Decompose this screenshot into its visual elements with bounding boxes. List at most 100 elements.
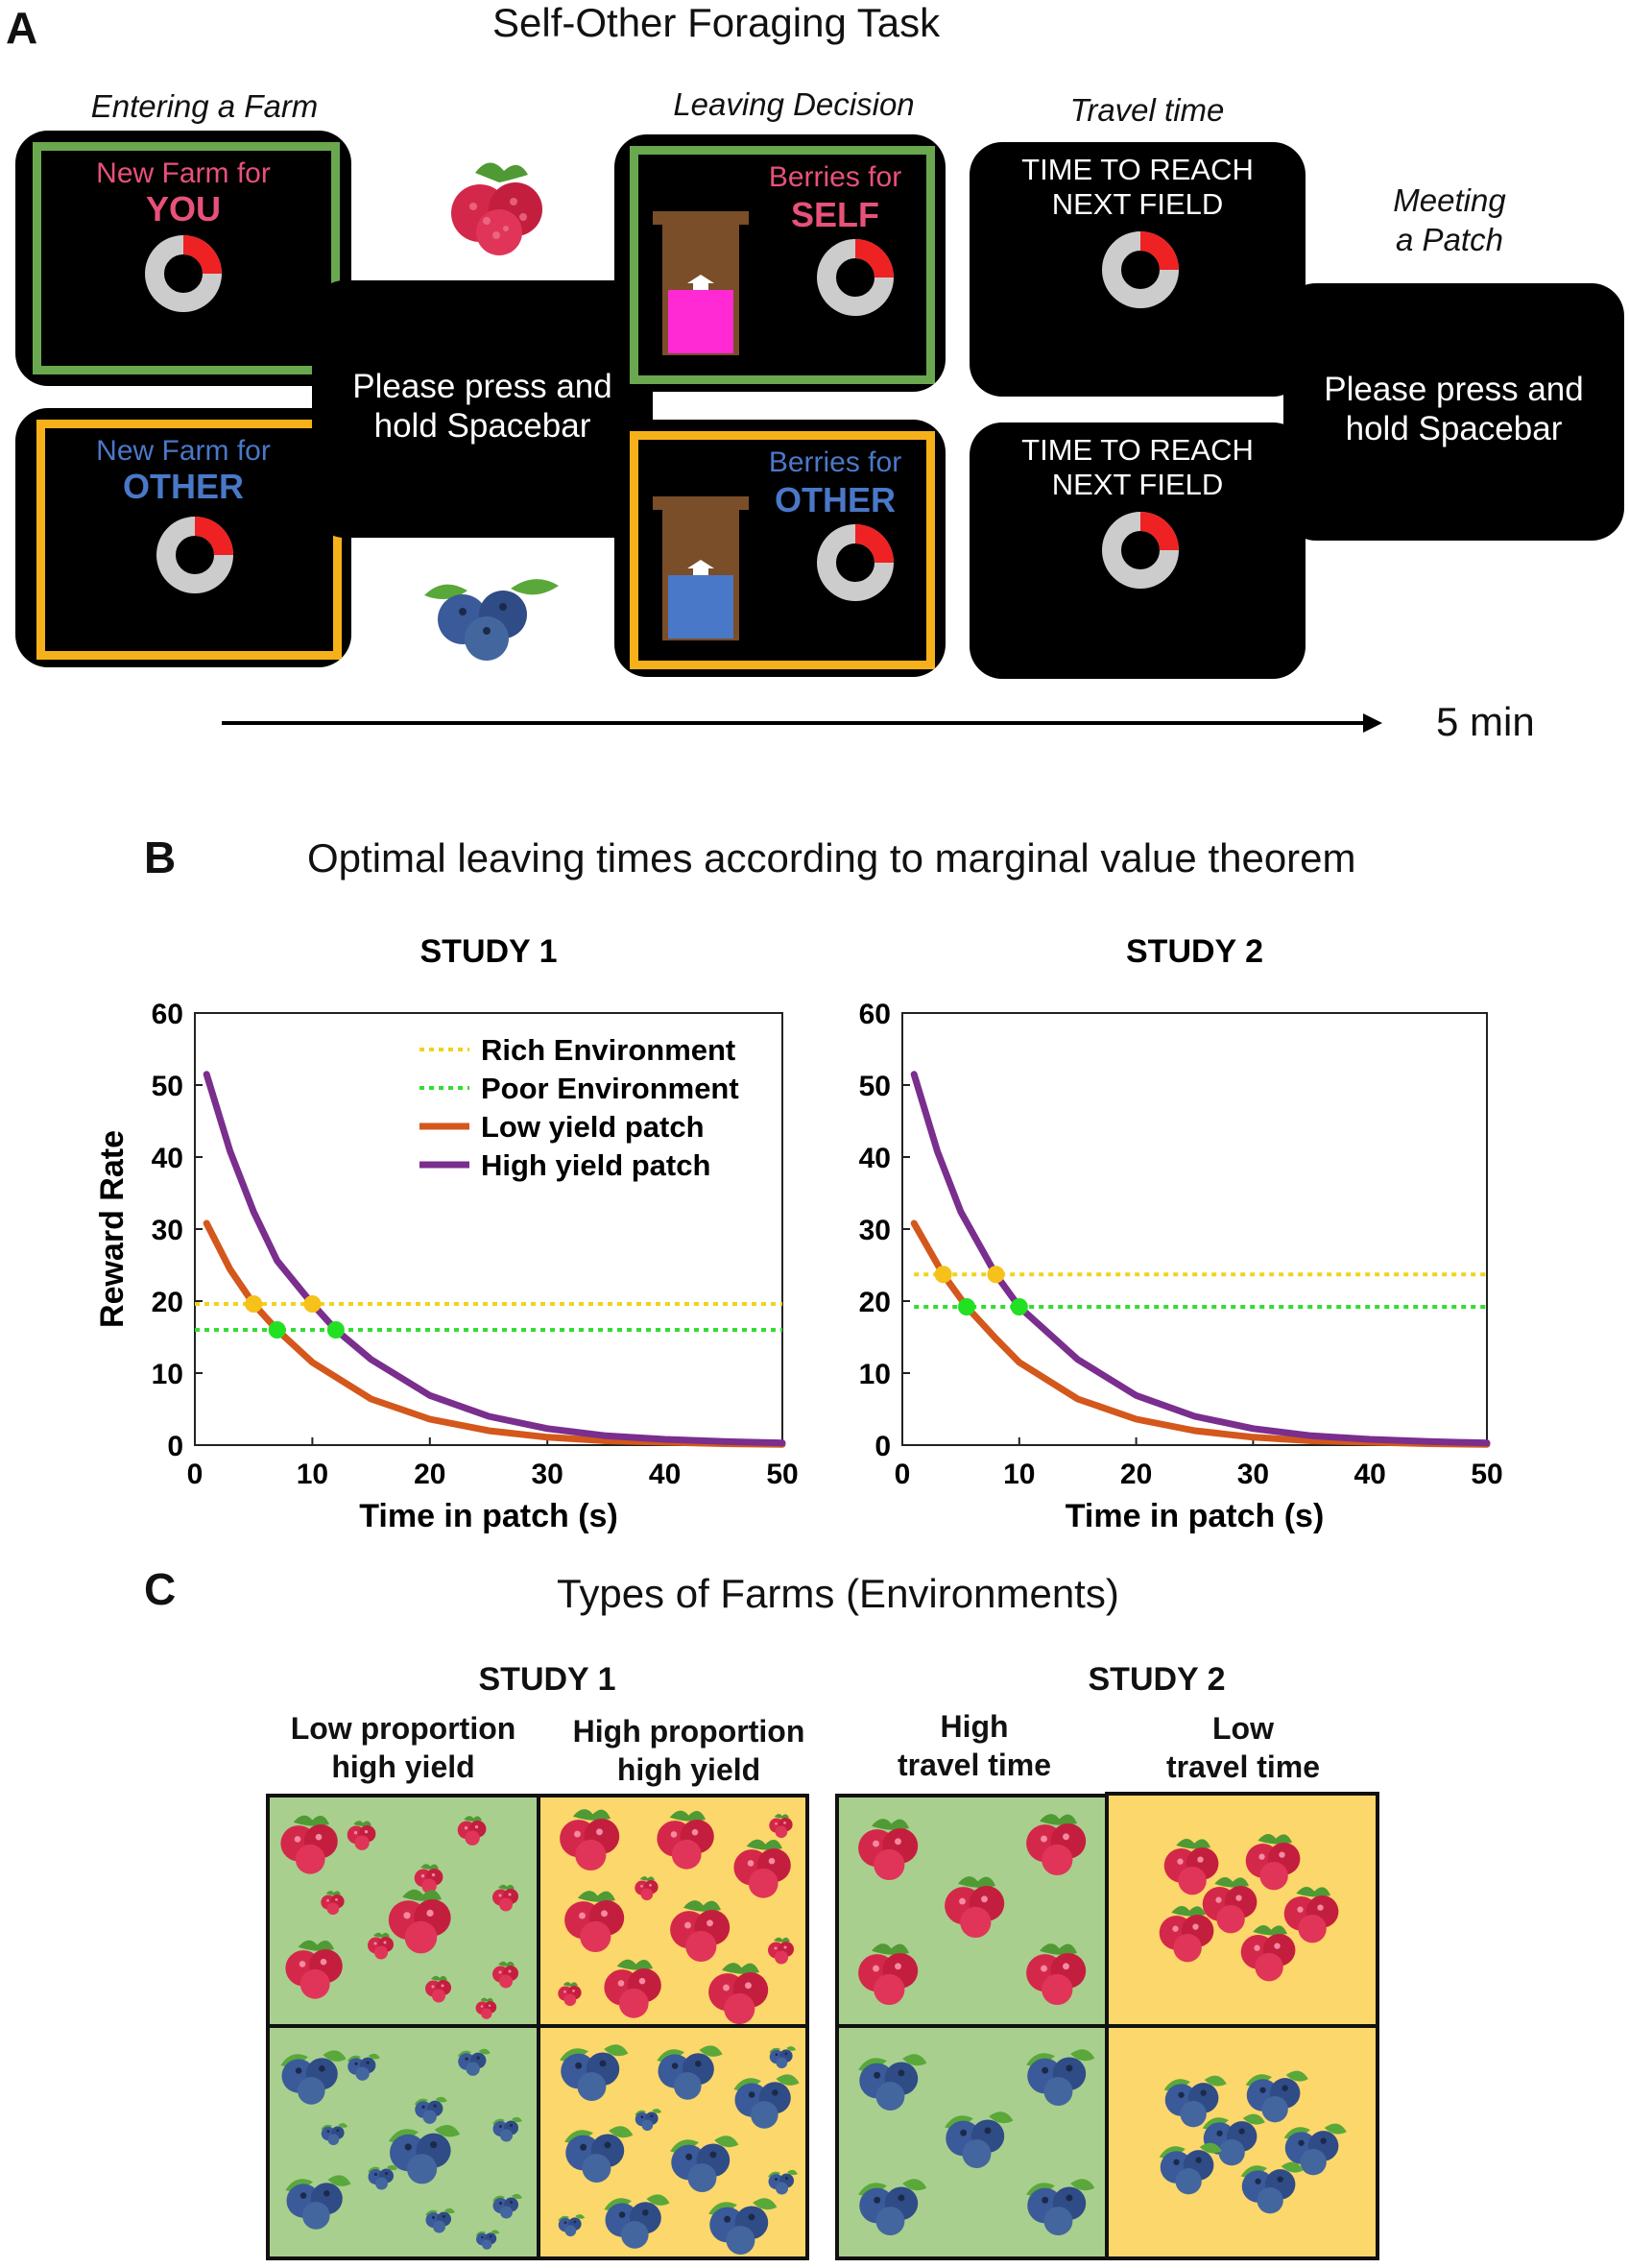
blueberry-icon: [733, 2074, 800, 2129]
travel-line1: TIME TO REACH: [1021, 153, 1254, 186]
raspberry-leaf: [480, 1997, 493, 2002]
blueberry-calyx: [374, 2173, 377, 2176]
berry-field: [558, 2044, 800, 2256]
raspberry-highlight: [326, 1898, 329, 1902]
blueberry-icon: [368, 2164, 397, 2190]
blueberry-icon: [347, 2053, 380, 2081]
stage-label-meeting-line2: a Patch: [1396, 222, 1503, 258]
blueberry-icon: [424, 579, 559, 661]
raspberry-leaf: [871, 1943, 909, 1955]
blueberry-leaf: [323, 2050, 347, 2062]
raspberry-drupe: [685, 1930, 717, 1963]
blueberry-calyx: [499, 2202, 502, 2205]
blueberry-berry: [577, 2072, 607, 2102]
raspberry-highlight: [574, 1830, 581, 1838]
blueberry-calyx: [481, 2235, 484, 2239]
travel-line2: NEXT FIELD: [1051, 187, 1224, 221]
raspberry-highlight: [320, 1958, 327, 1966]
raspberry-leaf: [669, 1810, 706, 1822]
raspberry-leaf: [1258, 1834, 1292, 1845]
raspberry-highlight: [617, 1980, 625, 1987]
blueberry-leaf: [1199, 2142, 1222, 2154]
blueberry-berry: [298, 2077, 325, 2105]
plot-frame: [901, 1012, 1488, 1446]
raspberry-highlight: [959, 1897, 966, 1905]
blueberry-berry: [482, 2239, 492, 2250]
stage-label-meeting: Meeting a Patch: [1363, 181, 1536, 260]
new-farm-other-line2: OTHER: [123, 467, 244, 506]
raspberry-leaf: [721, 1963, 759, 1974]
blueberry-calyx: [432, 2216, 435, 2219]
raspberry-highlight: [774, 1946, 778, 1950]
raspberry-highlight: [572, 1990, 575, 1992]
blueberry-icon: [1163, 2075, 1227, 2128]
blueberry-icon: [558, 2214, 586, 2237]
raspberry-highlight: [1215, 1896, 1222, 1903]
raspberry-highlight: [383, 1941, 387, 1944]
blueberry-leaf: [434, 2125, 461, 2137]
blueberry-leaf: [1324, 2123, 1347, 2135]
travel-time-screen-other: TIME TO REACH NEXT FIELD: [970, 422, 1306, 679]
raspberry-icon: [1245, 1834, 1301, 1891]
farm-cell-study1-high-raspberry: [537, 1794, 809, 2028]
bucket-icon: [653, 496, 749, 640]
blueberry-calyx: [1178, 2091, 1185, 2098]
blueberry-leaf: [1070, 2049, 1095, 2062]
blueberry-leaf: [902, 2054, 927, 2066]
blueberry-icon: [858, 2179, 927, 2236]
blueberry-leaf: [368, 2053, 380, 2060]
raspberry-highlight: [441, 1984, 444, 1988]
raspberry-leaf: [572, 1809, 611, 1821]
column-header-line2: high yield: [331, 1749, 475, 1784]
x-axis-label: Time in patch (s): [1066, 1498, 1325, 1534]
raspberry-highlight: [315, 1833, 323, 1841]
blueberry-berry: [962, 2139, 992, 2169]
y-tick-label: 10: [859, 1359, 891, 1390]
raspberry-drupe: [671, 1839, 702, 1870]
blueberry-berry: [1257, 2187, 1283, 2214]
x-tick-label: 10: [1003, 1459, 1035, 1490]
intersection-marker: [326, 1321, 345, 1339]
raspberry-icon: [492, 1884, 518, 1912]
raspberry-icon: [451, 162, 542, 255]
blueberry-calyx: [510, 2124, 513, 2127]
x-tick-label: 40: [649, 1459, 681, 1490]
raspberry-leaf: [373, 1932, 390, 1938]
raspberry-leaf: [293, 1815, 329, 1826]
x-tick-label: 20: [414, 1459, 445, 1490]
blueberry-calyx: [748, 2091, 755, 2098]
blueberry-icon: [280, 2050, 347, 2105]
column-header-line1: Low: [1212, 1711, 1274, 1746]
raspberry-leaf: [498, 1961, 515, 1966]
blueberry-calyx: [1255, 2178, 1261, 2184]
blueberry-icon: [604, 2194, 670, 2249]
raspberry-icon: [858, 1819, 919, 1881]
press-spacebar-screen: Please press and hold Spacebar: [312, 280, 653, 538]
blueberry-calyx: [563, 2221, 567, 2225]
raspberry-highlight: [373, 1942, 377, 1945]
y-tick-label: 20: [152, 1287, 183, 1318]
x-tick-label: 0: [895, 1459, 911, 1490]
x-tick-label: 50: [766, 1459, 798, 1490]
blueberry-berry: [433, 2220, 445, 2233]
raspberry-drupe: [421, 1878, 437, 1894]
raspberry-leaf: [353, 1821, 371, 1826]
timeline-label: 5 min: [1436, 699, 1535, 744]
raspberry-highlight: [1274, 1942, 1281, 1949]
raspberry-highlight: [420, 1874, 425, 1878]
blueberry-icon: [768, 2169, 798, 2195]
farm-cell-study2-low-travel-raspberry: [1105, 1792, 1379, 2028]
raspberry-icon: [457, 1816, 487, 1846]
raspberry-drupe: [354, 1835, 370, 1850]
raspberry-highlight: [1063, 1963, 1069, 1970]
raspberry-leaf: [1253, 1925, 1287, 1936]
blueberry-leaf: [753, 2198, 778, 2210]
blueberry-calyx: [510, 2201, 513, 2204]
series-line-3: [910, 1071, 1491, 1447]
stage-label-travel: Travel time: [1069, 92, 1225, 128]
raspberry-highlight: [649, 1884, 652, 1887]
raspberry-drupe: [1042, 1844, 1073, 1876]
raspberry-leaf: [774, 1937, 790, 1942]
raspberry-leaf: [325, 1891, 341, 1895]
blueberry-calyx: [709, 2151, 717, 2159]
